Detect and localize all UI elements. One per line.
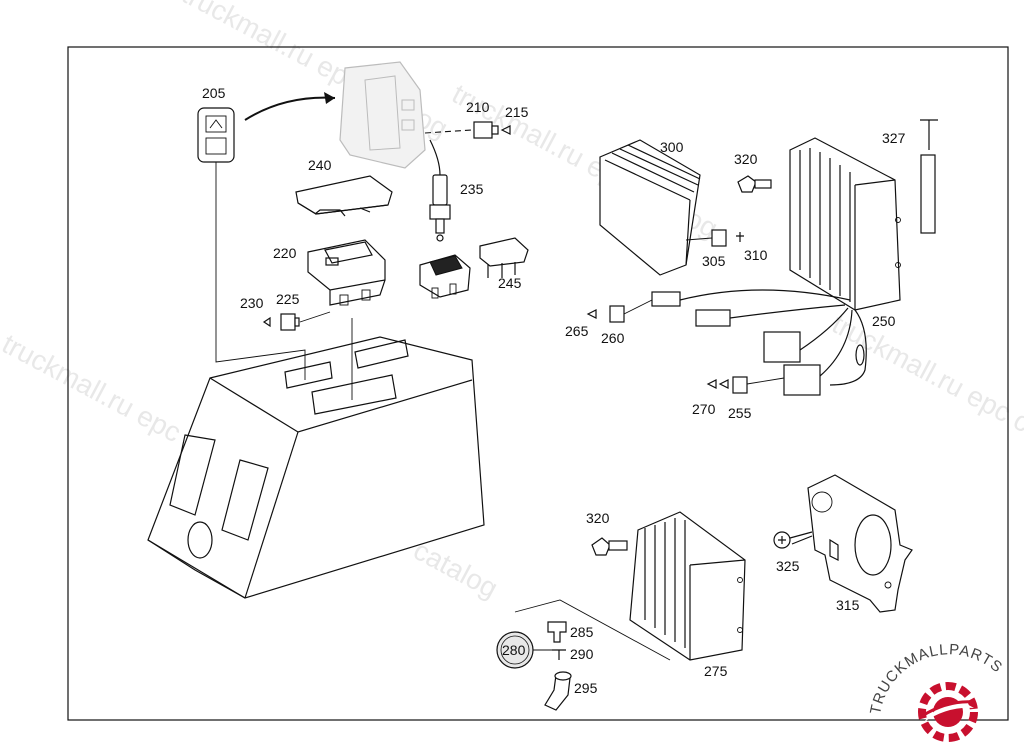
watermark-right: truckmall.ru epc catalog	[827, 308, 1024, 474]
switch-panel	[339, 61, 426, 169]
diagram-frame	[67, 46, 1009, 721]
part-270-pin	[706, 379, 729, 389]
label-320-top: 320	[734, 151, 758, 167]
part-230-pin	[262, 316, 271, 328]
label-240: 240	[308, 157, 332, 173]
label-325: 325	[776, 558, 800, 574]
gear-icon	[918, 682, 978, 742]
label-255: 255	[728, 405, 752, 421]
part-305-connector	[711, 229, 727, 247]
label-210: 210	[466, 99, 490, 115]
part-280-badge	[496, 631, 534, 669]
part-labels: 205 210 215 240 235 220 245 230 225 300 …	[202, 85, 906, 696]
part-245-switch-cap	[479, 237, 529, 278]
part-320-bolt-bottom	[591, 537, 628, 556]
part-215-pin	[500, 125, 511, 135]
label-315: 315	[836, 597, 860, 613]
label-220: 220	[273, 245, 297, 261]
label-250: 250	[872, 313, 896, 329]
part-210-connector	[473, 121, 499, 139]
label-327: 327	[882, 130, 906, 146]
part-315-bracket	[807, 474, 913, 613]
truckmallparts-logo: TRUCKMALLPARTS	[867, 641, 1005, 742]
label-275: 275	[704, 663, 728, 679]
part-225-connector	[280, 313, 300, 331]
label-300: 300	[660, 139, 684, 155]
label-245: 245	[498, 275, 522, 291]
part-260-connector	[609, 305, 625, 323]
arrow-205-to-panel	[244, 96, 336, 121]
console-housing	[147, 336, 485, 599]
part-240-cover	[295, 175, 393, 217]
part-205-switch-symbol	[197, 107, 235, 163]
switch-large	[419, 254, 471, 299]
part-327-strip	[920, 119, 938, 234]
label-285: 285	[570, 624, 594, 640]
label-230: 230	[240, 295, 264, 311]
label-295: 295	[574, 680, 598, 696]
part-300-module	[599, 139, 701, 276]
label-215: 215	[505, 104, 529, 120]
label-205: 205	[202, 85, 226, 101]
part-220-rocker-switch	[307, 239, 386, 306]
part-285-clip	[547, 621, 567, 643]
wiring-harness	[651, 289, 867, 396]
label-290: 290	[570, 646, 594, 662]
part-250-amplifier	[789, 137, 901, 311]
part-255-connector	[732, 376, 748, 394]
label-235: 235	[460, 181, 484, 197]
part-320-bolt-top	[737, 175, 772, 193]
part-235-lamp-socket	[429, 139, 451, 242]
part-265-pin	[586, 309, 597, 319]
part-310-pin	[736, 232, 744, 242]
label-260: 260	[601, 330, 625, 346]
label-305: 305	[702, 253, 726, 269]
part-325-screw	[773, 531, 813, 549]
part-295-elbow	[544, 671, 572, 711]
label-225: 225	[276, 291, 300, 307]
label-320-bottom: 320	[586, 510, 610, 526]
part-290-pin	[552, 649, 566, 660]
label-265: 265	[565, 323, 589, 339]
label-280: 280	[502, 642, 526, 658]
label-270: 270	[692, 401, 716, 417]
part-275-amplifier	[629, 511, 746, 661]
label-310: 310	[744, 247, 768, 263]
